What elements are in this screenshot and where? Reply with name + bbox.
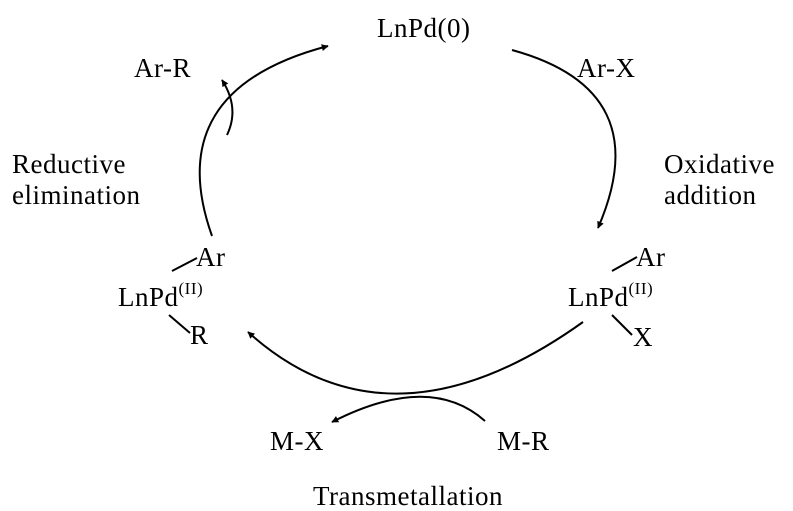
left-complex-r-ligand: R: [190, 320, 209, 350]
reductive-label-line1: Reductive: [12, 149, 126, 179]
left-ar-bond: [171, 257, 198, 272]
right-pd-complex: LnPd(II): [568, 279, 654, 312]
pd0-label: LnPd(0): [377, 13, 471, 43]
right-complex-ar-ligand: Ar: [636, 242, 666, 272]
right-complex-x-ligand: X: [633, 322, 653, 352]
m-r-label: M-R: [497, 426, 550, 456]
reductive-label-line2: elimination: [12, 180, 141, 210]
oxidative-addition-arrow: [511, 49, 617, 229]
right-ar-bond: [611, 256, 638, 272]
m-r-to-m-x-arrow: [331, 395, 486, 423]
oxidative-label-line2: addition: [664, 180, 757, 210]
ar-x-label: Ar-X: [577, 53, 636, 83]
ar-r-release-arrow: [221, 79, 234, 136]
reductive-elimination-arrow: [198, 44, 329, 237]
ar-r-label: Ar-R: [134, 53, 191, 83]
left-r-bond: [168, 314, 191, 334]
oxidative-label-line1: Oxidative: [664, 149, 775, 179]
transmetallation-cycle-arrow: [247, 321, 584, 395]
transmetallation-label: Transmetallation: [313, 481, 503, 511]
left-pd-complex: LnPd(II): [118, 279, 204, 312]
right-x-bond: [611, 314, 633, 336]
left-complex-ar-ligand: Ar: [196, 242, 226, 272]
m-x-label: M-X: [270, 426, 324, 456]
